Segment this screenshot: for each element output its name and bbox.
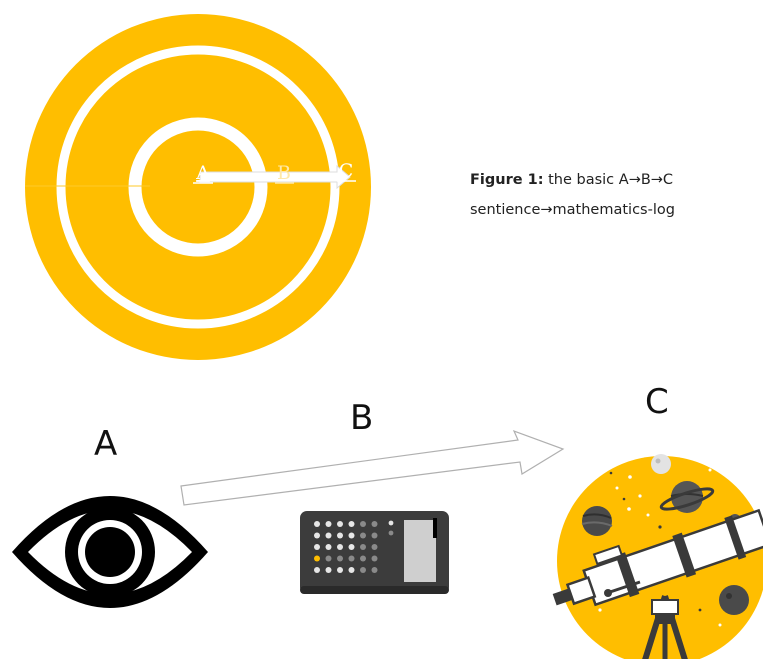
inner-ring: [128, 117, 268, 257]
figure-caption: Figure 1: the basic A→B→C sentience→math…: [470, 165, 763, 225]
calculator-key: [337, 544, 343, 550]
calculator-key: [348, 567, 355, 573]
calculator-key: [360, 532, 366, 539]
calculator-key: [348, 544, 355, 550]
flow-arrow: [180, 429, 565, 506]
caption-line-2: sentience→mathematics-log: [470, 202, 675, 218]
calculator-key: [360, 555, 366, 562]
calculator-key: [337, 555, 343, 562]
calculator-key: [337, 567, 343, 573]
calculator-key: [325, 532, 332, 539]
middle-ring: [56, 45, 340, 329]
concentric-rings: A B C: [25, 14, 371, 360]
ring-label-c: C: [339, 160, 354, 182]
eye-icon: [12, 496, 208, 608]
ring-arrow: [199, 164, 351, 190]
calculator-key: [337, 532, 343, 539]
stage-label-c: C: [645, 382, 669, 422]
calculator-key: [360, 544, 366, 550]
calculator-key: [337, 521, 343, 527]
caption-text-1: the basic A→B→C: [548, 172, 674, 188]
calculator-key: [325, 555, 332, 562]
calculator-key: [325, 567, 332, 573]
calculator-key: [371, 521, 378, 527]
calculator-display: [404, 520, 436, 582]
caption-bold: Figure 1:: [470, 172, 544, 188]
calculator-key: [325, 544, 332, 550]
calculator-key: [314, 532, 320, 539]
calculator-display-cursor: [433, 518, 437, 538]
ring-label-b: B: [277, 162, 291, 184]
stage-label-a: A: [94, 424, 118, 464]
stage-label-b: B: [350, 398, 374, 438]
caption-line-1: Figure 1: the basic A→B→C: [470, 165, 763, 195]
calculator-key: [360, 567, 366, 573]
calculator-key: [348, 521, 355, 527]
ring-label-a: A: [195, 162, 210, 184]
calculator-key: [314, 521, 320, 527]
calculator-key: [371, 544, 378, 550]
calculator-icon: [300, 511, 449, 594]
telescope-icon: [552, 454, 763, 663]
calculator-key: [325, 521, 332, 527]
calculator-key: [348, 532, 355, 539]
calculator-key: [348, 555, 355, 562]
calculator-key: [360, 521, 366, 527]
calculator-key: [371, 567, 378, 573]
outer-disc: [25, 14, 371, 360]
calculator-key: [371, 555, 378, 562]
calculator-key: [314, 567, 320, 573]
calculator-keys: [314, 521, 378, 573]
calculator-key: [371, 532, 378, 539]
calculator-key: [314, 544, 320, 550]
calculator-key: [314, 555, 320, 562]
